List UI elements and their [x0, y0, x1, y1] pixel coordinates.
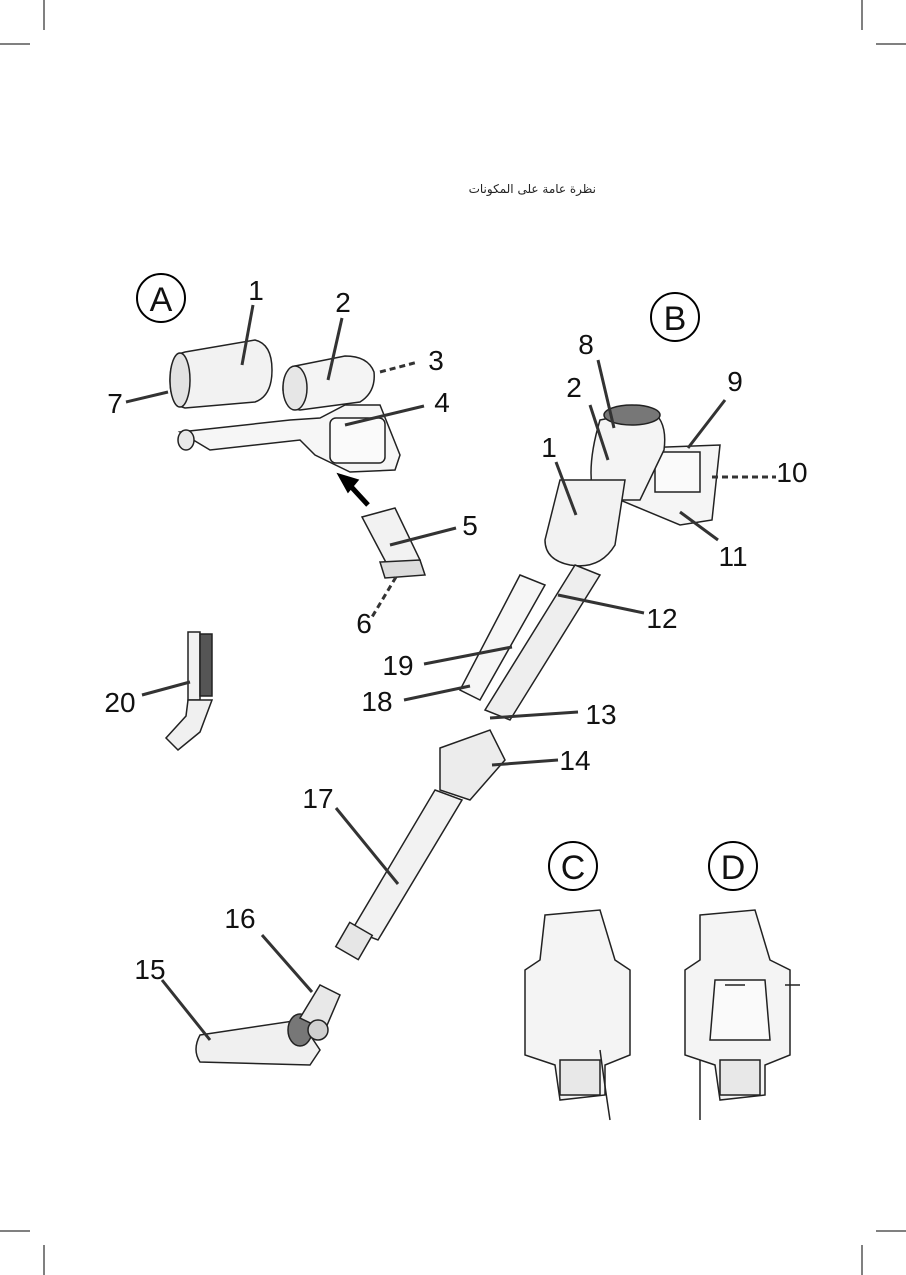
callout-b-19: 19 [382, 650, 413, 681]
callout-b-10: 10 [776, 457, 807, 488]
section-d-label: D [721, 849, 746, 887]
section-c-label: C [561, 849, 586, 887]
callout-b-8: 8 [578, 329, 594, 360]
brush-tool-drawing [164, 631, 214, 752]
section-a-marker: A [136, 273, 186, 323]
callout-b-9: 9 [727, 366, 743, 397]
callout-b-15: 15 [134, 954, 165, 985]
callout-b-12: 12 [646, 603, 677, 634]
handheld-unit-drawing [169, 339, 427, 579]
section-b-label: B [664, 300, 687, 338]
wall-bracket-c-drawing [524, 909, 631, 1121]
callout-b-13: 13 [585, 699, 616, 730]
callout-a-2: 2 [335, 287, 351, 318]
callout-b-11: 11 [718, 541, 747, 572]
callout-a-20: 20 [104, 687, 135, 718]
section-a-label: A [150, 281, 173, 319]
wall-bracket-d-drawing [684, 909, 800, 1120]
section-d-marker: D [708, 841, 758, 891]
leader-lines [125, 304, 776, 1041]
callout-a-3: 3 [428, 345, 444, 376]
callout-a-5: 5 [462, 510, 478, 541]
page-title: نظرة عامة على المكونات [468, 182, 596, 196]
callout-a-4: 4 [434, 387, 450, 418]
section-b-marker: B [650, 292, 700, 342]
callout-b-16: 16 [224, 903, 255, 934]
callout-b-18: 18 [361, 686, 392, 717]
callout-b-14: 14 [559, 745, 590, 776]
stick-vacuum-drawing [195, 404, 721, 1066]
callout-a-6: 6 [356, 608, 372, 639]
callout-b-17: 17 [302, 783, 333, 814]
callout-b-2: 2 [566, 372, 582, 403]
section-c-marker: C [548, 841, 598, 891]
callout-b-1: 1 [541, 432, 557, 463]
callout-a-1: 1 [248, 275, 264, 306]
callout-a-7: 7 [107, 388, 123, 419]
